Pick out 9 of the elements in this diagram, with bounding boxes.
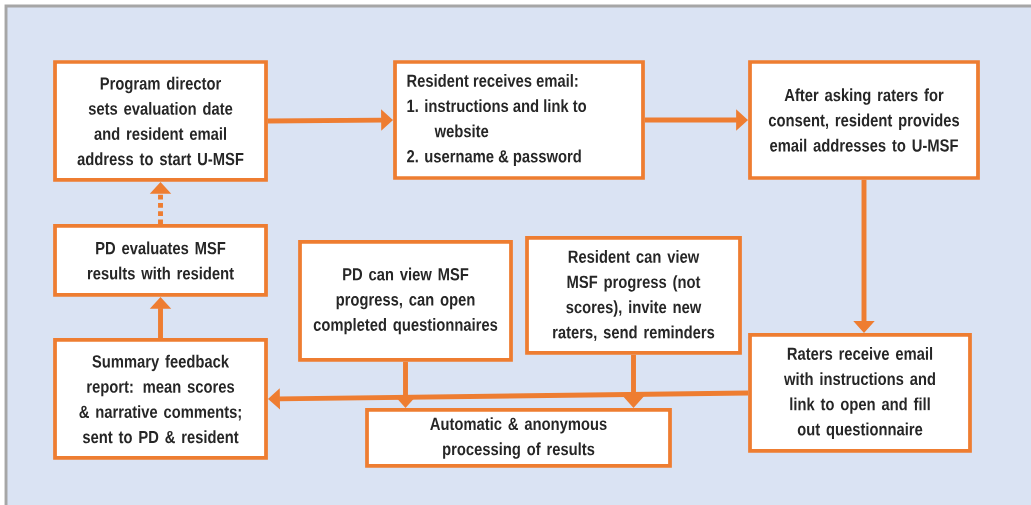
process-box: Program director sets evaluation date and resident email address to start U-MSF xyxy=(53,60,268,182)
process-box: Resident receives email: 1. instructions and link to website 2. username & password xyxy=(393,60,645,180)
process-box: PD evaluates MSF results with resident xyxy=(53,224,268,297)
process-box: Summary feedback report: mean scores & narrative comments; sent to PD & resident xyxy=(53,338,268,460)
process-box: After asking raters for consent, resident provides email addresses to U-MSF xyxy=(748,60,980,180)
process-box: Resident can view MSF progress (not scores), invite new raters, send reminders xyxy=(525,236,742,355)
process-box: PD can view MSF progress, can open completed questionnaires xyxy=(298,240,513,362)
process-box: Raters receive email with instructions and link to open and fill out questionnaire xyxy=(748,333,972,453)
process-box: Automatic & anonymous processing of results xyxy=(365,408,672,468)
